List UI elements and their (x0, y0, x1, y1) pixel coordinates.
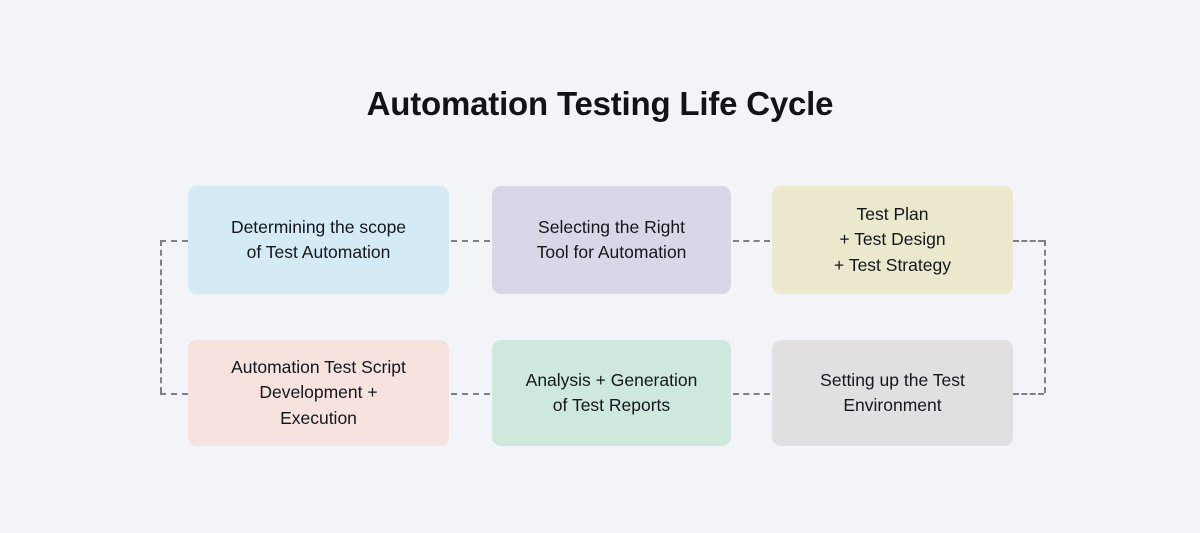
stage-box-3[interactable]: Test Plan + Test Design + Test Strategy (772, 186, 1013, 294)
connector-wrap-right-bottom-stage6 (1013, 393, 1044, 395)
connector-stage3-wrap-right-top (1013, 240, 1044, 242)
stage-box-4[interactable]: Automation Test Script Development + Exe… (188, 340, 449, 446)
page-title: Automation Testing Life Cycle (366, 85, 834, 122)
connector-wrap-right-stem (1044, 240, 1046, 393)
connector-stage5-stage4 (451, 393, 490, 395)
stage-label-4: Automation Test Script Development + Exe… (231, 356, 406, 428)
stage-box-6[interactable]: Setting up the Test Environment (772, 340, 1013, 446)
stage-box-1[interactable]: Determining the scope of Test Automation (188, 186, 449, 294)
connector-stage2-stage3 (733, 240, 770, 242)
stage-label-3: Test Plan + Test Design + Test Strategy (834, 203, 951, 275)
connector-stage1-stage2 (451, 240, 490, 242)
stage-label-2: Selecting the Right Tool for Automation (536, 216, 687, 262)
connector-stage4-wrap-left-bottom (160, 393, 188, 395)
stage-box-2[interactable]: Selecting the Right Tool for Automation (492, 186, 731, 294)
connector-wrap-left-stem (160, 240, 162, 393)
stage-label-1: Determining the scope of Test Automation (230, 216, 407, 262)
connector-wrap-left-top-stage1 (160, 240, 188, 242)
stage-label-6: Setting up the Test Environment (820, 369, 965, 415)
stage-label-5: Analysis + Generation of Test Reports (525, 369, 698, 415)
connector-stage6-stage5 (733, 393, 770, 395)
stage-box-5[interactable]: Analysis + Generation of Test Reports (492, 340, 731, 446)
